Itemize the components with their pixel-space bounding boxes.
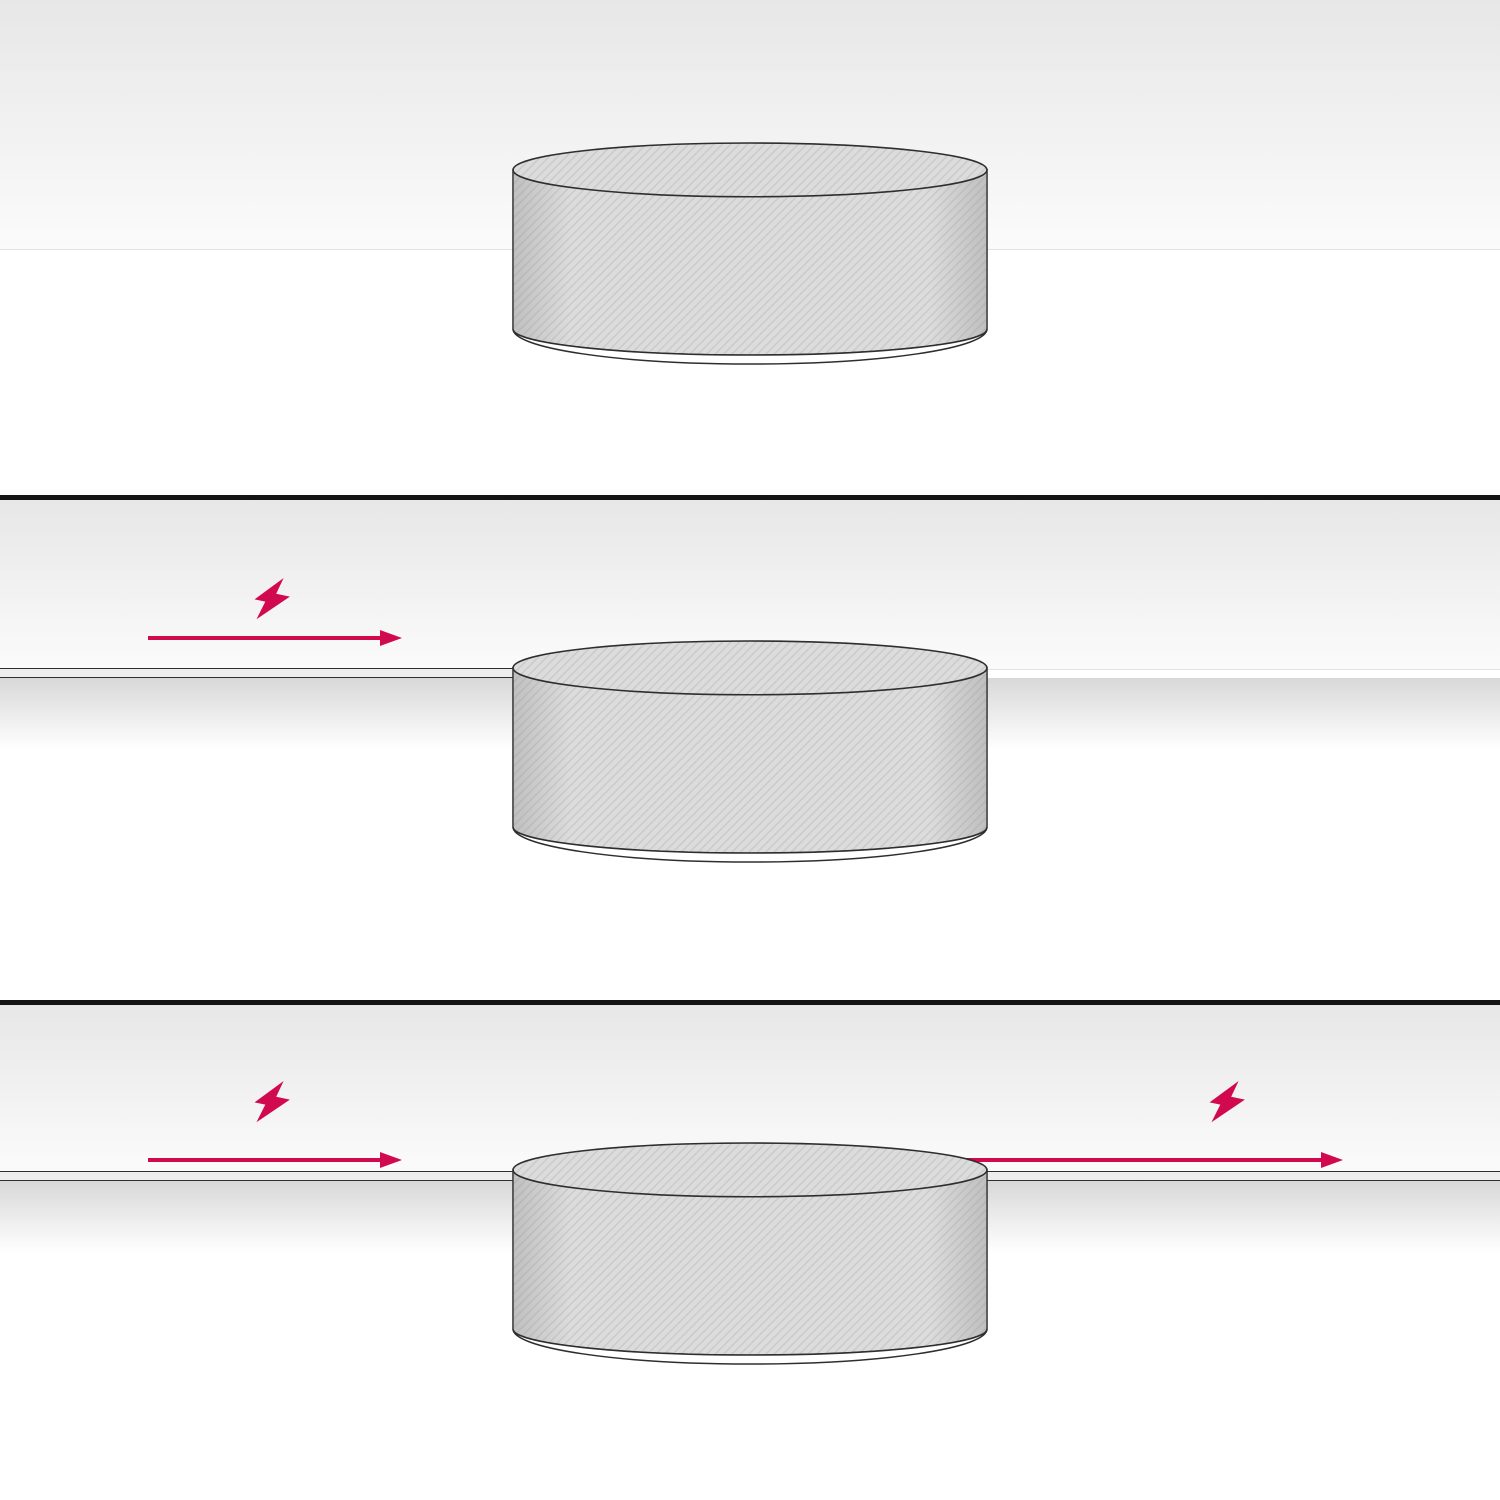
lightning-bolt-icon — [254, 1080, 290, 1123]
power-cable-right — [984, 1171, 1500, 1181]
power-cable-left — [0, 668, 516, 678]
power-flow-arrow-icon — [148, 1152, 402, 1168]
lightning-bolt-icon — [1209, 1080, 1245, 1123]
drum-lampshade — [512, 142, 988, 365]
panel-shade-cable-entering-left — [0, 500, 1500, 1000]
drum-lampshade — [512, 640, 988, 863]
panel-shade-without-cable — [0, 0, 1500, 495]
panel-shade-cable-passing-through — [0, 1005, 1500, 1500]
power-cable-left — [0, 1171, 516, 1181]
panel-divider — [0, 1000, 1500, 1005]
panel-divider — [0, 495, 1500, 500]
drum-lampshade — [512, 1142, 988, 1365]
lightning-bolt-icon — [254, 577, 290, 620]
power-flow-arrow-icon — [148, 630, 402, 646]
power-flow-arrow-icon — [905, 1152, 1343, 1168]
